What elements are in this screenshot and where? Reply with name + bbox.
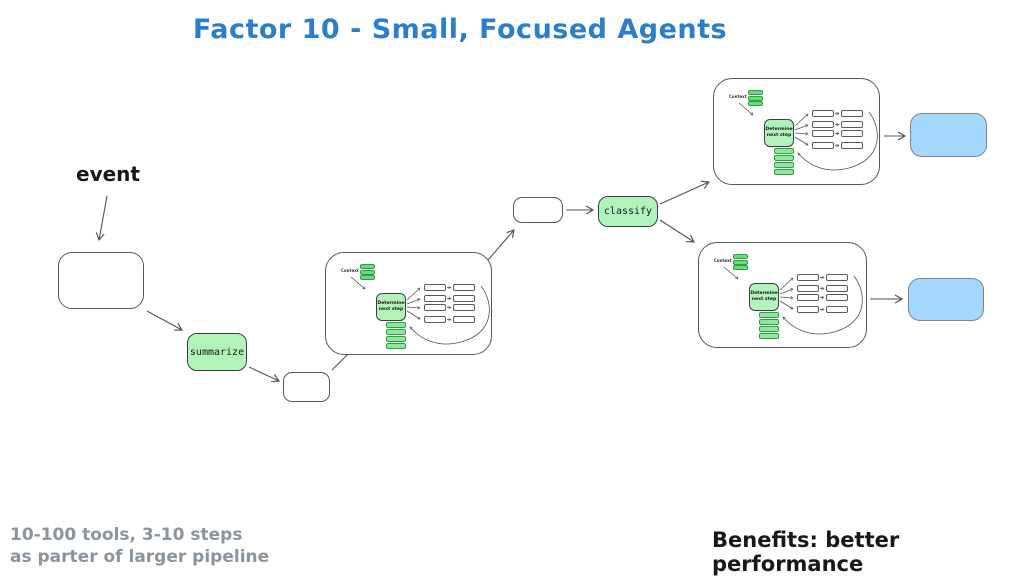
arrow-step-to-tool2	[794, 124, 809, 131]
event-label: event	[76, 162, 140, 186]
db-disk	[748, 90, 763, 95]
tool-cell	[453, 316, 475, 323]
agent-loop-diagram: Context Determine next step	[326, 253, 493, 356]
context-stack-icon	[774, 148, 794, 176]
tool-cell	[826, 274, 848, 281]
stack-disk	[759, 332, 779, 340]
tool-cell	[812, 110, 834, 117]
db-disk	[748, 95, 763, 101]
tool-cell	[797, 285, 819, 292]
context-label: Context	[341, 268, 359, 273]
context-stack-icon	[759, 312, 779, 340]
stack-disk	[759, 312, 779, 319]
agent-box-top-right: Context Determine next step	[713, 78, 880, 185]
arrow-step-to-tool4	[779, 300, 794, 310]
db-disk	[733, 254, 748, 259]
arrow-node-to-summarize	[146, 310, 184, 331]
agent-box-bottom-right: Context Determine next step	[698, 242, 867, 348]
tool-cell	[826, 285, 848, 292]
classify-input-node	[513, 197, 563, 223]
arrow-feedback-loop	[797, 111, 878, 171]
determine-next-step-node: Determine next step	[764, 119, 794, 147]
arrow-step-to-tool3	[779, 296, 794, 300]
arrow-feedback-loop	[409, 285, 490, 345]
tool-cell	[453, 284, 475, 291]
db-disk	[733, 265, 748, 271]
stack-disk	[386, 342, 406, 350]
arrow-step-to-tool1	[794, 113, 809, 127]
arrow-summarize-to-node	[248, 366, 281, 383]
db-disk	[360, 264, 375, 269]
db-disk	[360, 275, 375, 281]
stack-disk	[386, 328, 406, 336]
tool-cell	[841, 110, 863, 117]
tool-cell	[797, 294, 819, 301]
classify-node: classify	[598, 196, 658, 227]
arrow-classify-to-agent-top	[659, 180, 711, 205]
stack-disk	[774, 148, 794, 155]
summary-output-node	[283, 372, 330, 402]
tool-cell	[424, 304, 446, 311]
tool-cell	[797, 306, 819, 313]
tool-cell	[812, 130, 834, 137]
summarize-label: summarize	[189, 346, 245, 358]
result-node-top	[910, 113, 987, 157]
context-database-icon	[733, 254, 748, 271]
context-label: Context	[714, 258, 732, 263]
tool-cell	[841, 142, 863, 149]
arrow-step-to-tool1	[779, 277, 794, 291]
arrow-step-to-tool3	[794, 132, 809, 136]
tool-cell	[424, 295, 446, 302]
arrow-step-to-tool4	[794, 136, 809, 146]
tool-cell	[424, 284, 446, 291]
tool-cell	[812, 121, 834, 128]
stack-disk	[386, 335, 406, 343]
context-label: Context	[729, 94, 747, 99]
arrow-step-to-tool1	[406, 287, 421, 301]
result-node-bottom	[908, 278, 984, 321]
tool-cell	[424, 316, 446, 323]
summarize-node: summarize	[187, 333, 247, 371]
footnote-benefits: Benefits: better performance	[712, 528, 900, 576]
agent-loop-diagram: Context Determine next step	[714, 79, 881, 182]
db-disk	[733, 259, 748, 265]
determine-next-step-node: Determine next step	[749, 283, 779, 311]
stack-disk	[759, 318, 779, 326]
context-stack-icon	[386, 322, 406, 350]
footnote-left-line2: as parter of larger pipeline	[10, 547, 270, 567]
arrow-step-to-tool2	[779, 288, 794, 295]
agent-loop-diagram: Context Determine next step	[699, 243, 866, 346]
arrow-step-to-tool2	[406, 298, 421, 305]
arrow-classify-to-agent-bottom	[659, 219, 696, 243]
context-database-icon	[748, 90, 763, 107]
arrow-event-to-node	[95, 195, 108, 242]
db-disk	[360, 269, 375, 275]
stack-disk	[774, 154, 794, 162]
context-database-icon	[360, 264, 375, 281]
tool-cell	[453, 295, 475, 302]
tool-cell	[453, 304, 475, 311]
classify-label: classify	[603, 206, 653, 217]
tool-cell	[826, 306, 848, 313]
stack-disk	[774, 161, 794, 169]
event-input-node	[58, 252, 144, 309]
tool-cell	[812, 142, 834, 149]
stack-disk	[759, 325, 779, 333]
tool-cell	[797, 274, 819, 281]
footnote-left-line1: 10-100 tools, 3-10 steps	[10, 525, 243, 545]
page-title: Factor 10 - Small, Focused Agents	[192, 14, 728, 45]
arrow-step-to-tool3	[406, 306, 421, 310]
stack-disk	[386, 322, 406, 329]
stack-disk	[774, 168, 794, 176]
determine-next-step-node: Determine next step	[376, 293, 406, 321]
arrow-step-to-tool4	[406, 310, 421, 320]
tool-cell	[841, 121, 863, 128]
arrow-feedback-loop	[782, 275, 863, 335]
tool-cell	[841, 130, 863, 137]
agent-box-middle: Context Determine next step	[325, 252, 492, 355]
footnote-left: 10-100 tools, 3-10 steps as parter of la…	[10, 524, 269, 568]
tool-cell	[826, 294, 848, 301]
db-disk	[748, 101, 763, 107]
